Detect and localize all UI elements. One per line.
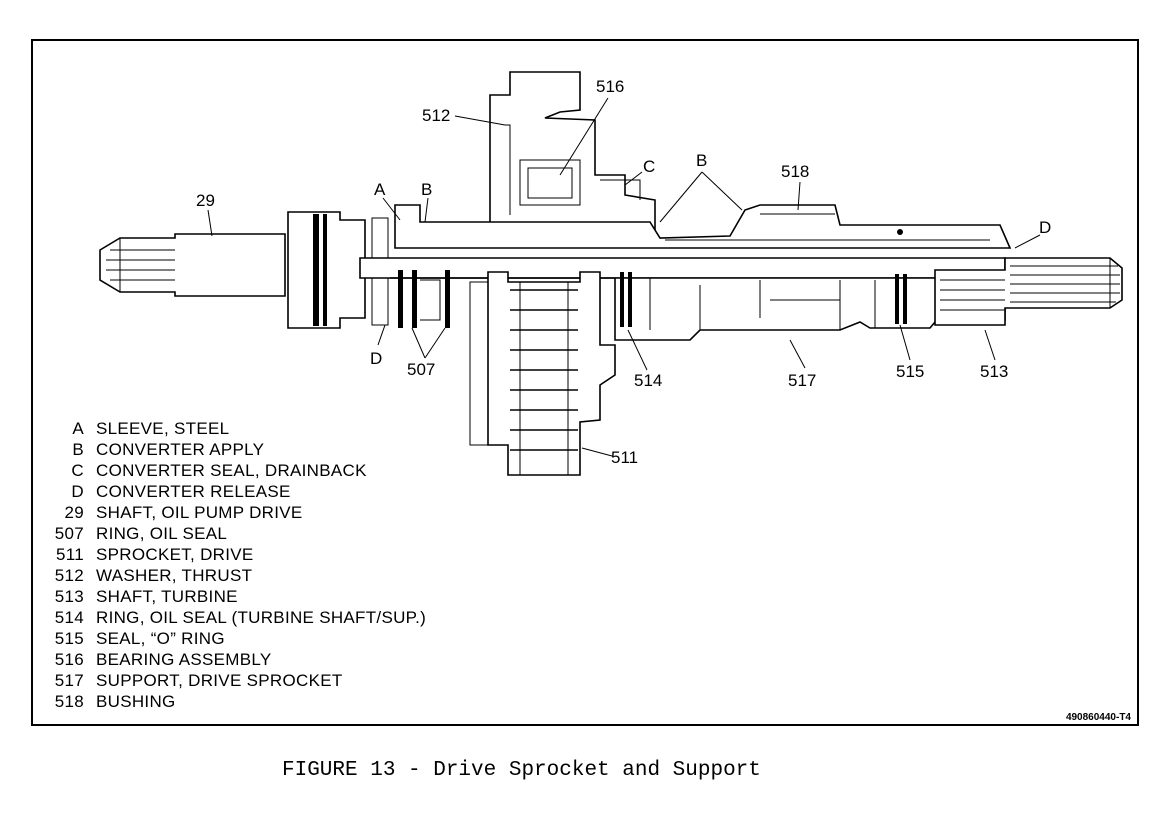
callout-511: 511 (611, 448, 638, 467)
sprocket-hub-left (469, 281, 489, 446)
callout-516: 516 (596, 77, 624, 96)
sprocket-teeth (510, 282, 578, 475)
support-lower-body (390, 277, 1006, 341)
callout-d-left: D (370, 349, 382, 368)
leader-lines (207, 97, 1041, 457)
legend-key: 518 (55, 692, 84, 711)
legend-key: 507 (55, 524, 84, 543)
callout-d-right: D (1039, 218, 1051, 237)
legend-text: SHAFT, TURBINE (96, 587, 238, 606)
legend-key: 515 (55, 629, 84, 648)
legend-key: D (71, 482, 84, 501)
callout-29: 29 (196, 191, 215, 210)
callout-518: 518 (781, 162, 809, 181)
legend-text: SUPPORT, DRIVE SPROCKET (96, 671, 343, 690)
legend-text: BEARING ASSEMBLY (96, 650, 272, 669)
legend-text: SHAFT, OIL PUMP DRIVE (96, 503, 303, 522)
legend-key: 29 (64, 503, 84, 522)
legend-text: CONVERTER RELEASE (96, 482, 291, 501)
bearing-assembly (519, 159, 581, 206)
legend-key: 516 (55, 650, 84, 669)
support-upper-body (394, 204, 1012, 249)
ring-oil-seal-507 (398, 270, 450, 328)
legend-key: 517 (55, 671, 84, 690)
legend-text: SLEEVE, STEEL (96, 419, 229, 438)
legend-key: A (72, 419, 84, 438)
pump-shaft-splines (106, 238, 175, 292)
parts-legend: A SLEEVE, STEEL B CONVERTER APPLY C CONV… (55, 419, 426, 711)
legend-key: B (72, 440, 84, 459)
oil-pump-drive-shaft (99, 233, 286, 297)
legend-text: CONVERTER SEAL, DRAINBACK (96, 461, 367, 480)
callout-b-right: B (696, 151, 707, 170)
legend-key: 513 (55, 587, 84, 606)
figure-frame (31, 39, 1139, 726)
callout-507: 507 (407, 360, 435, 379)
callout-b-left: B (421, 180, 432, 199)
callout-a: A (374, 180, 386, 199)
callout-513: 513 (980, 362, 1008, 381)
figure-caption: FIGURE 13 - Drive Sprocket and Support (282, 759, 761, 782)
thrust-washer-housing (489, 71, 656, 233)
turbine-shaft-splines (940, 258, 1120, 311)
ring-oil-seal-514 (620, 272, 632, 327)
legend-key: 511 (56, 545, 84, 564)
oring-seal-515 (895, 274, 907, 324)
legend-key: 514 (55, 608, 84, 627)
callout-514: 514 (634, 371, 662, 390)
legend-text: SEAL, “O” RING (96, 629, 225, 648)
drive-sprocket (487, 271, 616, 476)
turbine-shaft-tube (359, 257, 1006, 279)
legend-text: WASHER, THRUST (96, 566, 252, 585)
callout-515: 515 (896, 362, 924, 381)
callout-labels: 516 512 C B B A 29 518 D D 507 514 517 5… (196, 77, 1051, 467)
legend-text: BUSHING (96, 692, 176, 711)
legend-text: RING, OIL SEAL (TURBINE SHAFT/SUP.) (96, 608, 426, 627)
drawing-code: 490860440-T4 (1066, 712, 1131, 723)
legend-text: RING, OIL SEAL (96, 524, 227, 543)
legend-text: CONVERTER APPLY (96, 440, 264, 459)
legend-key: 512 (55, 566, 84, 585)
callout-512: 512 (422, 106, 450, 125)
drive-sprocket-assembly-drawing (99, 71, 1123, 476)
callout-c: C (643, 157, 655, 176)
callout-517: 517 (788, 371, 816, 390)
legend-key: C (71, 461, 84, 480)
legend-text: SPROCKET, DRIVE (96, 545, 254, 564)
